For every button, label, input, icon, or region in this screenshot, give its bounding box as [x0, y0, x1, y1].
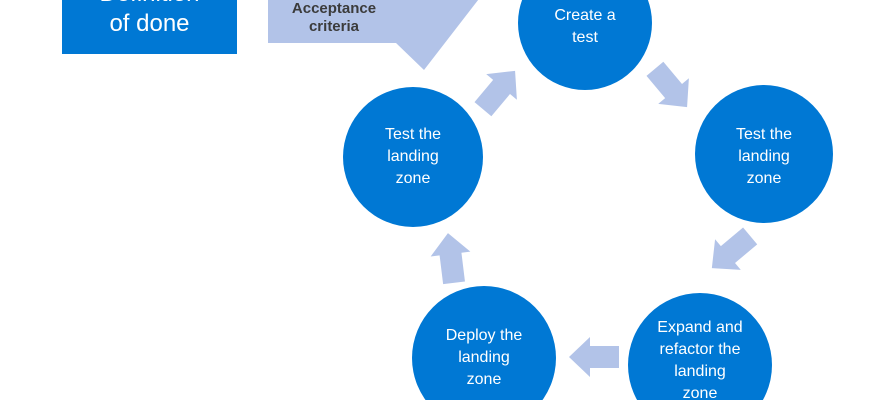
- acceptance-criteria-arrow-icon: [268, 0, 479, 70]
- flow-arrow-test-right-to-expand-icon: [711, 227, 758, 270]
- cycle-node-test-landing-zone-left: Test the landing zone: [343, 87, 483, 227]
- acceptance-criteria-label: Acceptance criteria: [291, 0, 377, 35]
- flow-arrow-deploy-to-test-left-icon: [430, 233, 471, 285]
- cycle-node-label: Test the landing zone: [735, 126, 793, 187]
- cycle-node-label: Test the landing zone: [384, 126, 442, 187]
- flow-arrow-create-to-test-right-icon: [646, 61, 689, 108]
- flow-arrow-test-left-to-create-icon: [474, 70, 517, 117]
- definition-of-done-box: Definition of done: [62, 0, 237, 54]
- cycle-node-label: Create a test: [554, 7, 616, 46]
- cycle-node-label: Expand and refactor the landing zone: [657, 319, 743, 400]
- cycle-node-deploy-landing-zone: Deploy the landing zone: [412, 286, 556, 400]
- definition-of-done-label: Definition of done: [99, 0, 199, 37]
- cycle-node-label: Deploy the landing zone: [445, 327, 523, 388]
- flow-arrow-expand-to-deploy-icon: [569, 337, 619, 377]
- cycle-node-expand-refactor-landing-zone: Expand and refactor the landing zone: [628, 293, 772, 400]
- cycle-node-test-landing-zone-right: Test the landing zone: [695, 85, 833, 223]
